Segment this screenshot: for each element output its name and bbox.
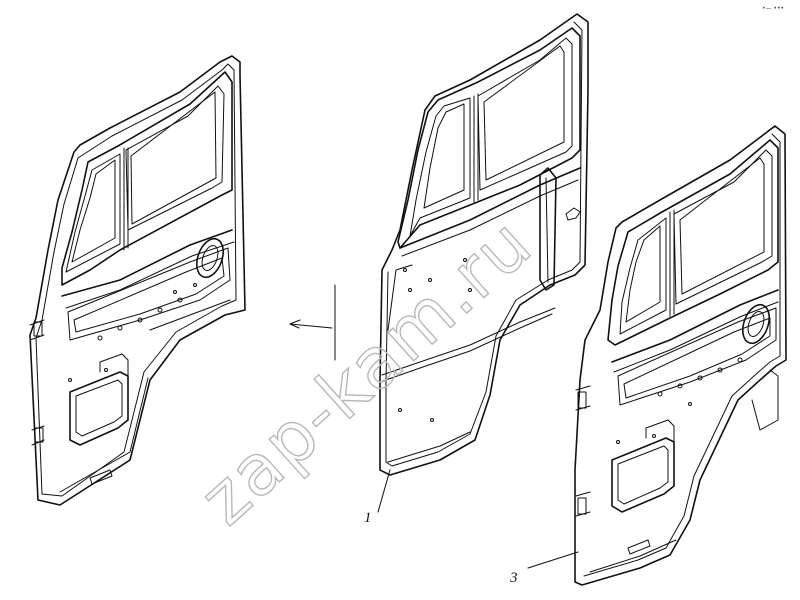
callout-1: 1 <box>364 469 391 526</box>
callout-label: 3 <box>509 570 518 586</box>
callout-label: 1 <box>364 510 372 526</box>
watermark-text: zap-kam.ru <box>185 202 548 541</box>
direction-arrow <box>289 284 336 361</box>
middle-door-outer <box>379 13 589 476</box>
corner-mark: •— ••• <box>762 5 784 12</box>
right-door-inner <box>574 125 787 586</box>
left-door-inner <box>29 55 246 506</box>
callout-3: 3 <box>509 551 579 586</box>
